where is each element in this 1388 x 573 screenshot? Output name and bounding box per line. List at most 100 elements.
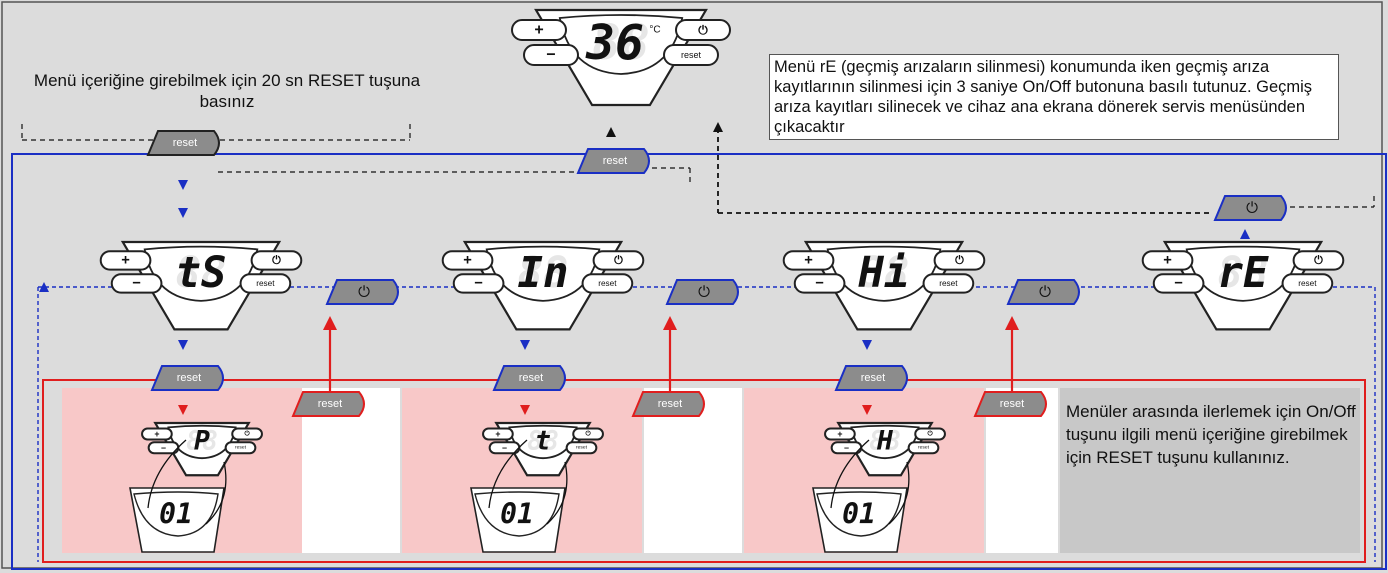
reset-button[interactable]: reset	[907, 441, 940, 455]
pill-shape	[523, 44, 579, 66]
button-shape	[1006, 279, 1080, 305]
reset-label: reset	[235, 444, 247, 450]
pill-shape	[1281, 273, 1334, 294]
plus-icon: +	[534, 22, 543, 39]
display-value: 36	[585, 15, 644, 71]
reset-button[interactable]: reset	[150, 365, 224, 391]
arrow-head	[606, 127, 616, 137]
pill-shape	[565, 441, 598, 455]
submenu-panel-p: 88P	[153, 421, 251, 477]
reset-button[interactable]: reset	[239, 273, 292, 294]
minus-button[interactable]: −	[1152, 273, 1205, 294]
reset-label: reset	[1000, 398, 1024, 410]
pill-shape	[224, 441, 257, 455]
power-button[interactable]: ⏻	[1006, 279, 1080, 305]
reset-label: reset	[918, 444, 930, 450]
enter-menu-note: Menü içeriğine girebilmek için 20 sn RES…	[33, 71, 421, 111]
power-button[interactable]: ⏻	[250, 250, 303, 271]
power-button[interactable]: ⏻	[572, 427, 604, 441]
power-icon: ⏻	[585, 430, 591, 438]
arrow-head	[713, 122, 723, 132]
button-shape	[325, 279, 399, 305]
display-value: Hi	[858, 248, 910, 297]
pill-shape	[572, 427, 604, 441]
plus-icon: +	[154, 429, 159, 439]
reset-label: reset	[177, 372, 201, 384]
reset-button[interactable]: reset	[973, 391, 1047, 417]
plus-button[interactable]: +	[482, 427, 514, 441]
plus-button[interactable]: +	[141, 427, 173, 441]
power-icon: ⏻	[244, 430, 250, 438]
reset-button[interactable]: reset	[576, 148, 650, 174]
flow-curve	[830, 439, 870, 509]
display-value: H	[876, 426, 893, 457]
power-button[interactable]: ⏻	[914, 427, 946, 441]
pill-shape	[141, 427, 173, 441]
button-shape	[973, 391, 1047, 417]
reset-button[interactable]: reset	[492, 365, 566, 391]
reset-label: reset	[256, 279, 275, 288]
reset-button[interactable]: reset	[565, 441, 598, 455]
power-button[interactable]: ⏻	[1292, 250, 1345, 271]
reset-button[interactable]: reset	[663, 44, 719, 66]
minus-button[interactable]: −	[452, 273, 505, 294]
display-ghost-digits: 88	[176, 248, 227, 297]
pill-shape	[1141, 250, 1194, 271]
reset-label: reset	[658, 398, 682, 410]
power-button[interactable]: ⏻	[231, 427, 263, 441]
display-value: tS	[176, 248, 227, 297]
power-button[interactable]: ⏻	[665, 279, 739, 305]
pill-shape	[663, 44, 719, 66]
arrow-head	[178, 180, 188, 190]
reset-button[interactable]: reset	[834, 365, 908, 391]
plus-button[interactable]: +	[511, 19, 567, 41]
reset-button[interactable]: reset	[291, 391, 365, 417]
reset-button[interactable]: reset	[581, 273, 634, 294]
power-button[interactable]: ⏻	[675, 19, 731, 41]
minus-icon: −	[161, 443, 166, 453]
power-button[interactable]: ⏻	[1213, 195, 1287, 221]
reset-button[interactable]: reset	[1281, 273, 1334, 294]
pill-shape	[793, 273, 846, 294]
button-shape	[492, 365, 566, 391]
flow-curve	[546, 461, 568, 525]
reset-label: reset	[598, 279, 617, 288]
plus-button[interactable]: +	[441, 250, 494, 271]
plus-button[interactable]: +	[1141, 250, 1194, 271]
minus-icon: −	[474, 275, 483, 291]
power-button[interactable]: ⏻	[592, 250, 645, 271]
minus-button[interactable]: −	[110, 273, 163, 294]
plus-button[interactable]: +	[824, 427, 856, 441]
pill-shape	[1152, 273, 1205, 294]
pill-shape	[511, 19, 567, 41]
pill-shape	[452, 273, 505, 294]
plus-button[interactable]: +	[782, 250, 835, 271]
pill-shape	[782, 250, 835, 271]
minus-icon: −	[502, 443, 507, 453]
pill-shape	[824, 427, 856, 441]
button-shape	[291, 391, 365, 417]
minus-button[interactable]: −	[793, 273, 846, 294]
reset-button[interactable]: reset	[922, 273, 975, 294]
plus-button[interactable]: +	[99, 250, 152, 271]
display-unit: °C	[649, 25, 660, 36]
arrow-head	[663, 316, 677, 330]
button-shape	[146, 130, 220, 156]
minus-button[interactable]: −	[523, 44, 579, 66]
power-button[interactable]: ⏻	[933, 250, 986, 271]
display-ghost-digits: 88	[518, 248, 569, 297]
power-icon: ⏻	[272, 253, 281, 266]
reset-button[interactable]: reset	[631, 391, 705, 417]
arrow-head	[178, 340, 188, 350]
reset-button[interactable]: reset	[146, 130, 220, 156]
button-shape	[150, 365, 224, 391]
pill-shape	[933, 250, 986, 271]
reset-button[interactable]: reset	[224, 441, 257, 455]
display-ghost-digits: 88	[859, 248, 910, 297]
pill-shape	[239, 273, 292, 294]
button-shape	[576, 148, 650, 174]
submenu-value: 01	[842, 498, 876, 531]
power-button[interactable]: ⏻	[325, 279, 399, 305]
